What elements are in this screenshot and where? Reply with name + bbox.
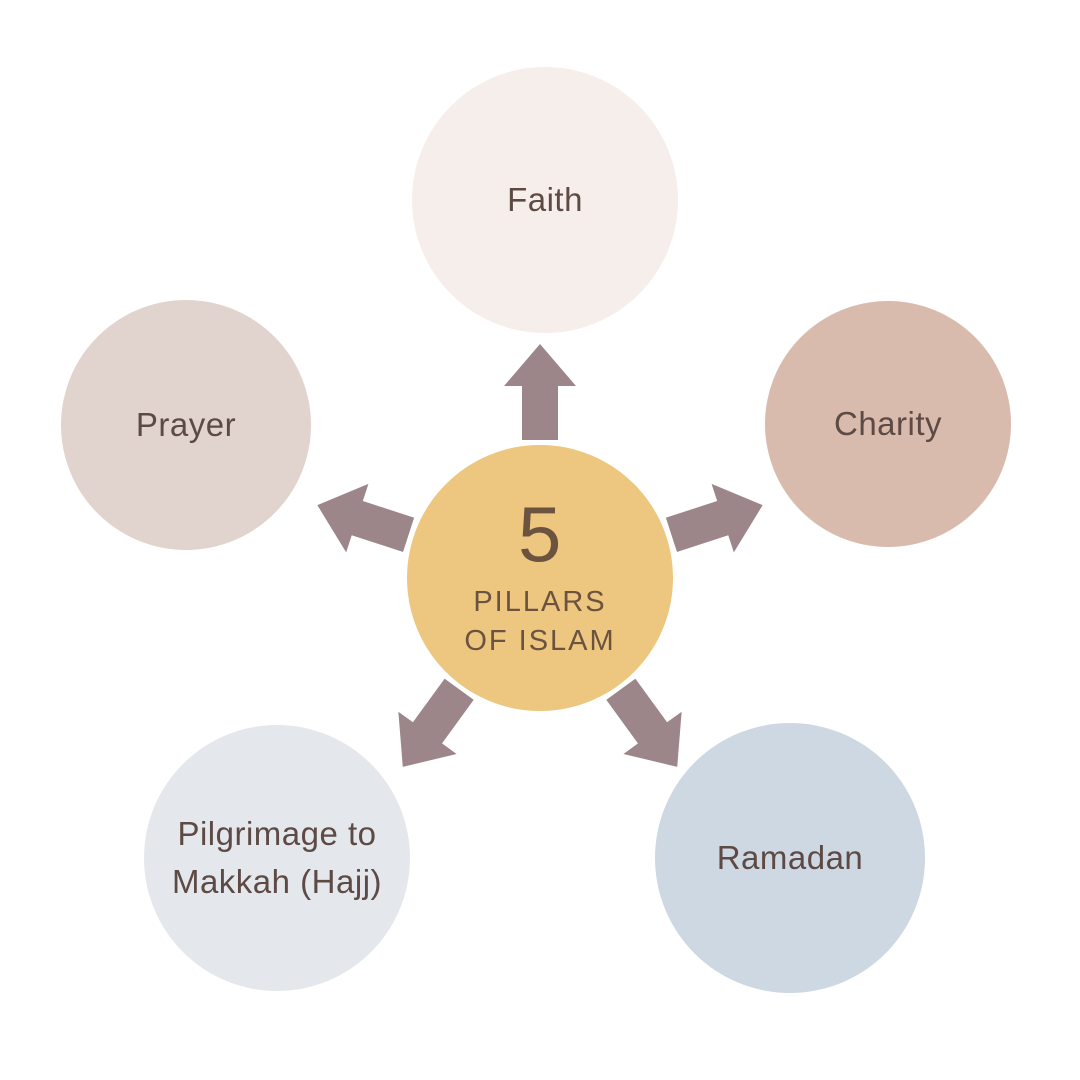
pillar-label-hajj: Pilgrimage to Makkah (Hajj) bbox=[171, 815, 383, 900]
arrow-upper-left-icon bbox=[306, 471, 420, 569]
pillar-circle-charity: Charity bbox=[765, 301, 1011, 547]
pillar-label-prayer: Prayer bbox=[135, 406, 237, 444]
center-title-line1: PILLARS bbox=[473, 585, 607, 618]
pillar-circle-faith: Faith bbox=[412, 67, 678, 333]
center-title-line2: OF ISLAM bbox=[464, 625, 616, 657]
arrow-up-icon bbox=[504, 344, 576, 440]
center-circle: 5 PILLARS OF ISLAM bbox=[407, 445, 673, 711]
pillar-label-faith: Faith bbox=[507, 181, 583, 219]
arrow-lower-right-icon bbox=[592, 668, 707, 788]
pillar-label-ramadan: Ramadan bbox=[716, 839, 864, 877]
center-number: 5 bbox=[518, 489, 562, 578]
pillar-circle-hajj: Pilgrimage to Makkah (Hajj) bbox=[144, 725, 410, 991]
arrow-lower-left-icon bbox=[374, 668, 489, 788]
arrow-upper-right-icon bbox=[660, 471, 774, 569]
pillar-circle-prayer: Prayer bbox=[61, 300, 311, 550]
pillar-label-charity: Charity bbox=[833, 405, 943, 443]
pillar-circle-ramadan: Ramadan bbox=[655, 723, 925, 993]
